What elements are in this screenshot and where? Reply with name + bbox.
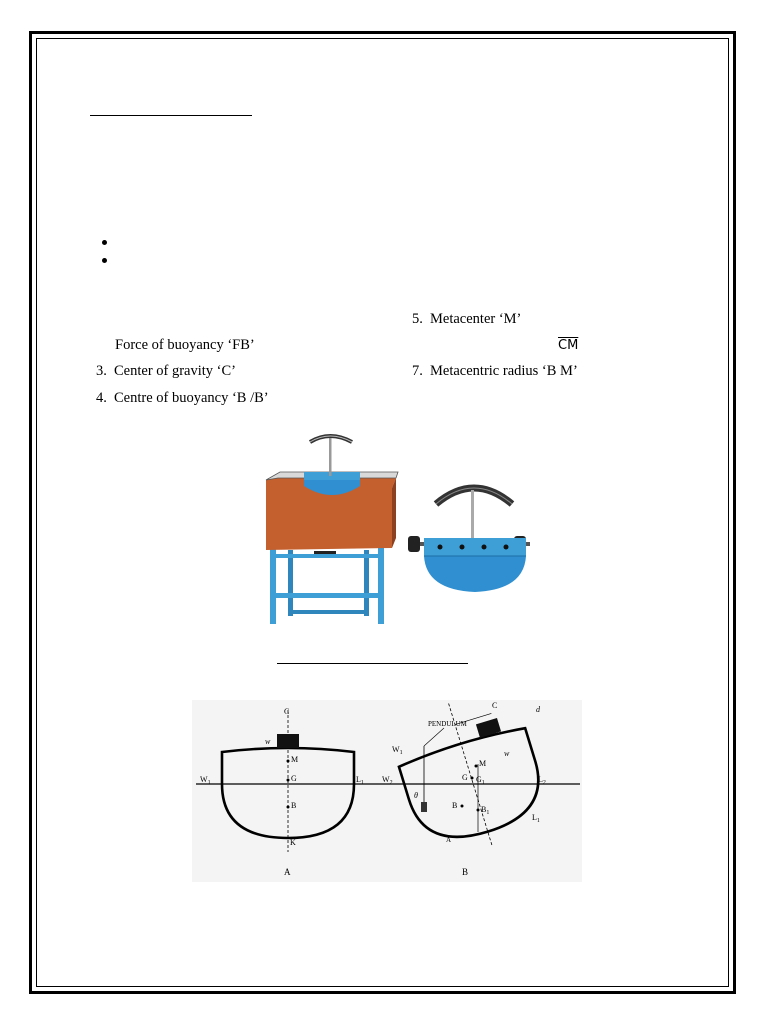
label-pendulum: PENDULUM — [428, 720, 468, 728]
label-a-cl: C — [284, 707, 289, 716]
label-b-g: G — [462, 773, 468, 782]
diagram-a-upright: w C M G B K W1 L1 A — [200, 707, 364, 877]
label-a-k: K — [290, 838, 296, 847]
label-b-l1: L1 — [532, 813, 540, 824]
apparatus-photo — [265, 434, 530, 624]
label-a-w1: W1 — [200, 775, 211, 786]
label-b-l2: L2 — [538, 775, 546, 786]
list-item-cm: CM — [558, 338, 579, 353]
list-item-metacentric-radius: 7.Metacentric radius ‘B M’ — [412, 363, 578, 379]
page-border-inner — [36, 38, 729, 987]
label-a-m: M — [291, 755, 298, 764]
list-item-metacenter: 5.Metacenter ‘M’ — [412, 311, 522, 327]
figure-label-b: B — [462, 867, 468, 877]
label-b-w1: W1 — [392, 745, 403, 756]
label-b-w: w — [504, 749, 510, 758]
list-item-centre-of-buoyancy: 4.Centre of buoyancy ‘B /B’ — [96, 390, 269, 406]
label-b-theta: θ — [414, 791, 418, 800]
label-b-m: M — [479, 759, 486, 768]
label-b-b: B — [452, 801, 457, 810]
list-item-force-of-buoyancy: Force of buoyancy ‘FB’ — [115, 337, 255, 353]
label-b-d: d — [536, 705, 541, 714]
figure-label-a: A — [284, 867, 291, 877]
label-b-b1: B1 — [481, 805, 489, 816]
list-item-center-of-gravity: 3.Center of gravity ‘C’ — [96, 363, 237, 379]
label-a-l1: L1 — [356, 775, 364, 786]
heading-underline — [90, 115, 252, 116]
metacenter-diagram: w C M G B K W1 L1 A PENDULUM C d w M G — [192, 700, 582, 882]
bullet-2 — [102, 258, 107, 263]
page-border-outer — [29, 31, 736, 994]
label-b-g1: G1 — [476, 775, 485, 786]
label-a-w: w — [265, 737, 271, 746]
pontoon-apparatus — [408, 484, 530, 592]
figure-caption-underline — [277, 663, 468, 664]
tank-apparatus — [265, 434, 399, 624]
label-b-w2: W2 — [382, 775, 393, 786]
bullet-1 — [102, 240, 107, 245]
label-a-b: B — [291, 801, 296, 810]
label-b-a: A — [446, 836, 451, 844]
label-b-cl: C — [492, 701, 497, 710]
label-a-g: G — [291, 774, 297, 783]
